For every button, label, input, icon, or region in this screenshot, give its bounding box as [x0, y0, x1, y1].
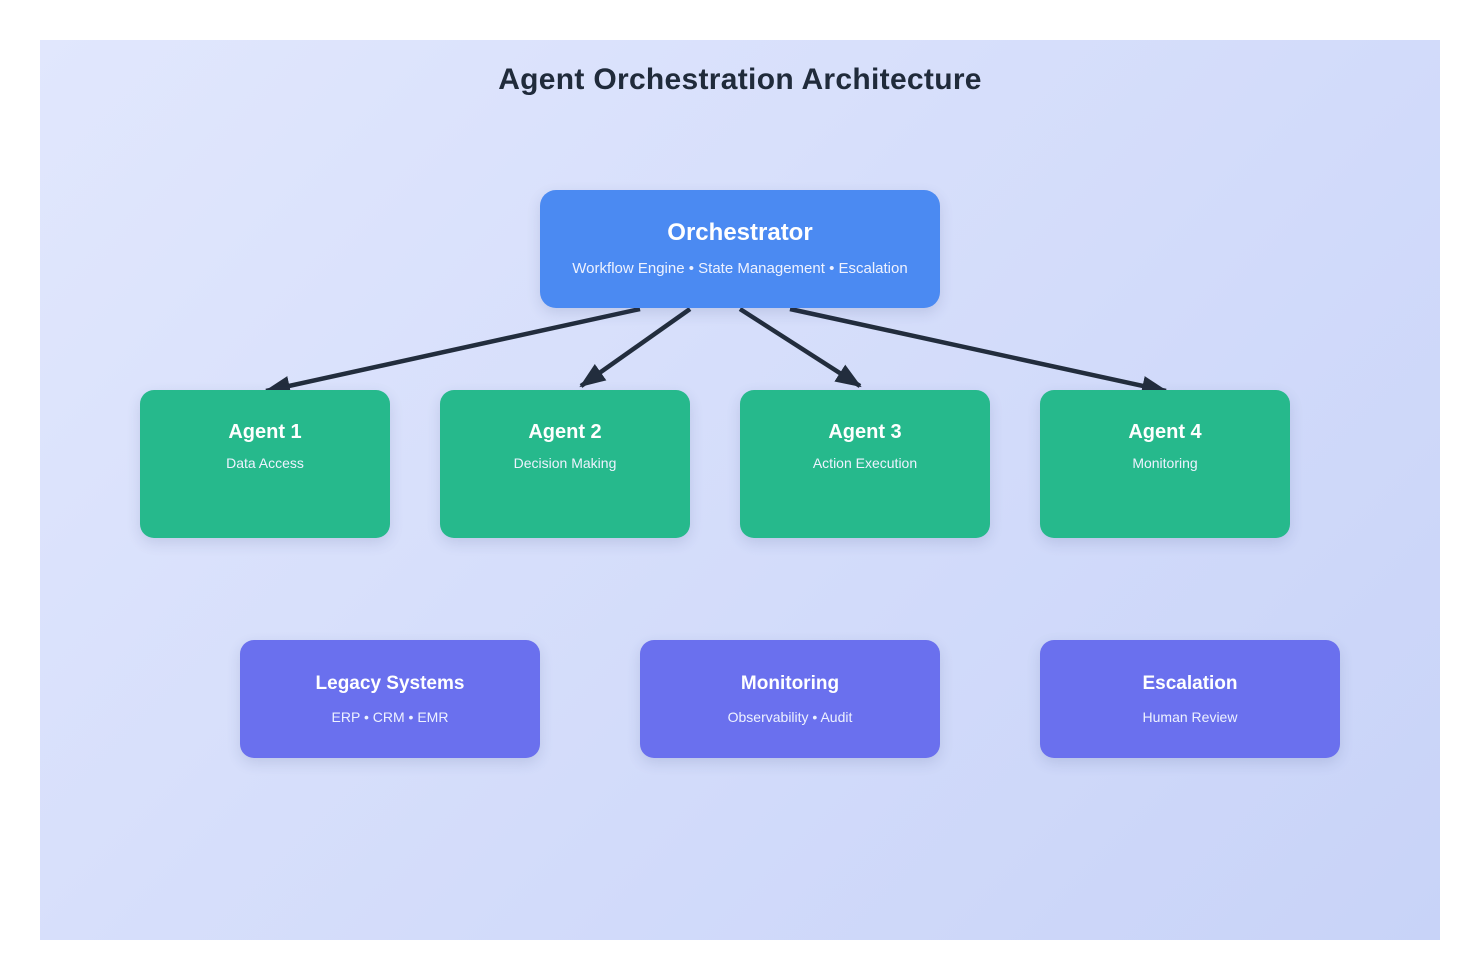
- legacy-systems-node-title: Legacy Systems: [315, 673, 465, 694]
- agent-3-node-subtitle: Action Execution: [812, 455, 918, 471]
- agent-1-node-title: Agent 1: [228, 421, 302, 443]
- agent-2-node-subtitle: Decision Making: [513, 455, 617, 471]
- agent-3-node: Agent 3 Action Execution: [740, 390, 990, 538]
- diagram-canvas: Agent Orchestration Architecture Orchest…: [40, 40, 1440, 940]
- monitoring-node: Monitoring Observability • Audit: [640, 640, 940, 758]
- agent-4-node-subtitle: Monitoring: [1132, 455, 1198, 471]
- agent-4-node-title: Agent 4: [1128, 421, 1202, 443]
- agent-3-node-title: Agent 3: [828, 421, 902, 443]
- escalation-node-title: Escalation: [1142, 673, 1238, 694]
- escalation-node-subtitle: Human Review: [1142, 709, 1238, 725]
- agent-4-node: Agent 4 Monitoring: [1040, 390, 1290, 538]
- orchestrator-node: Orchestrator Workflow Engine • State Man…: [540, 190, 940, 308]
- agent-1-node: Agent 1 Data Access: [140, 390, 390, 538]
- escalation-node: Escalation Human Review: [1040, 640, 1340, 758]
- agent-1-node-subtitle: Data Access: [226, 455, 304, 471]
- orchestrator-node-subtitle: Workflow Engine • State Management • Esc…: [572, 260, 908, 277]
- arrow-orchestrator-to-agent-4: [789, 306, 1168, 396]
- arrow-orchestrator-to-agent-2: [579, 307, 692, 388]
- legacy-systems-node: Legacy Systems ERP • CRM • EMR: [240, 640, 540, 758]
- orchestrator-node-title: Orchestrator: [667, 219, 813, 246]
- agent-2-node: Agent 2 Decision Making: [440, 390, 690, 538]
- monitoring-node-subtitle: Observability • Audit: [727, 709, 853, 725]
- arrow-orchestrator-to-agent-3: [738, 307, 862, 388]
- legacy-systems-node-subtitle: ERP • CRM • EMR: [331, 709, 449, 725]
- diagram-title: Agent Orchestration Architecture: [498, 63, 982, 96]
- monitoring-node-title: Monitoring: [740, 673, 840, 694]
- agent-2-node-title: Agent 2: [528, 421, 602, 443]
- arrow-orchestrator-to-agent-1: [264, 306, 641, 396]
